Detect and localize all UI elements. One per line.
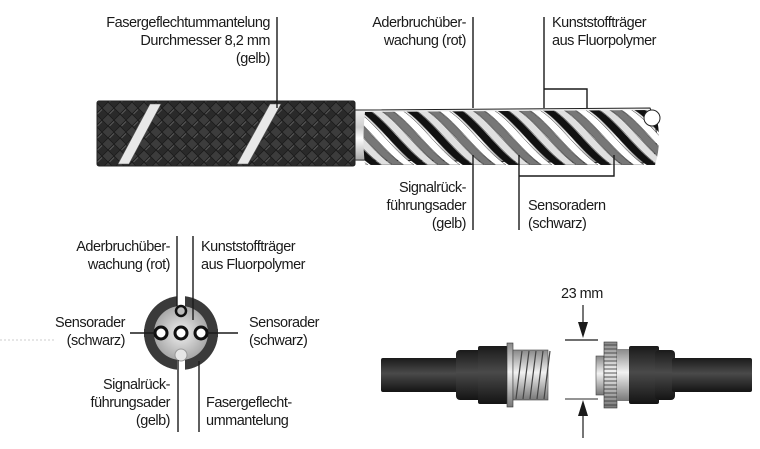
core-strand — [606, 110, 659, 165]
label-plastic-carrier: Kunststoffträger aus Fluorpolymer — [552, 15, 657, 49]
twisted-core — [354, 107, 760, 165]
label-sensor-cores: Sensoradern (schwarz) — [528, 198, 606, 232]
break-monitor-core — [174, 304, 188, 318]
core-strand — [734, 108, 760, 165]
core-strand — [549, 110, 623, 165]
braided-sheath — [96, 100, 356, 167]
core-strand — [400, 110, 474, 165]
thread-line — [522, 350, 530, 400]
core-strand — [387, 110, 461, 165]
core-strand — [688, 108, 760, 165]
tracer-stripe — [117, 103, 162, 165]
core-strand — [411, 110, 485, 165]
connector-right-half — [595, 341, 752, 409]
leader-lines-cross-section — [130, 236, 238, 432]
label-xs-plastic-carrier: Kunststoffträger aus Fluorpolymer — [201, 239, 306, 273]
core-strand — [376, 110, 450, 165]
core-strand — [503, 110, 577, 165]
core-strand — [479, 110, 553, 165]
thread-line — [529, 350, 537, 400]
core-strand — [595, 110, 659, 165]
core-strand — [492, 110, 566, 165]
core-strand — [710, 108, 760, 165]
label-braid-sheath: Fasergeflechtummantelung Durchmesser 8,2… — [106, 15, 270, 67]
core-strand — [652, 110, 659, 165]
core-strand — [664, 108, 736, 165]
core-strand — [617, 110, 659, 165]
carrier-core — [173, 325, 189, 341]
core-strand — [457, 110, 531, 165]
cross-section — [144, 296, 218, 370]
core-end-cap — [643, 109, 661, 127]
core-strand — [756, 108, 760, 165]
label-xs-sensor-left: Sensorader (schwarz) — [55, 315, 125, 349]
core-strand — [422, 110, 496, 165]
thread-line — [515, 350, 523, 400]
sensor-core-right — [193, 325, 209, 341]
core-strand — [363, 110, 393, 165]
core-strand — [745, 108, 760, 165]
core-strand — [584, 110, 658, 165]
core-strand — [365, 110, 439, 165]
core-strand — [446, 110, 520, 165]
core-strand — [514, 110, 588, 165]
arrow-down-icon — [578, 322, 588, 338]
leader-lines-top — [276, 17, 615, 230]
label-xs-sensor-right: Sensorader (schwarz) — [249, 315, 319, 349]
core-strand — [363, 110, 415, 165]
core-strand — [571, 110, 645, 165]
core-strand — [723, 108, 760, 165]
pin — [595, 355, 605, 396]
core-strand — [433, 110, 507, 165]
core-strand — [363, 110, 428, 165]
dimension-marker — [565, 305, 598, 438]
connector-left-half — [381, 342, 551, 408]
core-strand — [677, 108, 749, 165]
core-strand — [699, 108, 760, 165]
core-strand — [525, 110, 599, 165]
label-xs-break-monitor: Aderbruchüber- wachung (rot) — [76, 239, 170, 273]
arrow-up-icon — [578, 400, 588, 416]
core-strand — [468, 110, 542, 165]
label-xs-signal-return: Signalrück- führungsader (gelb) — [90, 377, 171, 429]
sensor-core-left — [153, 325, 169, 341]
tracer-stripe — [236, 103, 282, 165]
thread-line — [543, 350, 551, 400]
signal-return-core — [174, 348, 188, 362]
label-signal-return: Signalrück- führungsader (gelb) — [386, 180, 467, 232]
label-dimension: 23 mm — [561, 286, 603, 302]
core-strand — [560, 110, 634, 165]
flange-ring — [506, 342, 514, 408]
core-strand — [363, 110, 404, 165]
knurled-nut — [603, 341, 618, 409]
thread-line — [536, 350, 544, 400]
label-xs-braid-sheath: Fasergeflecht- ummantelung — [206, 395, 292, 429]
label-break-monitor: Aderbruchüber- wachung (rot) — [372, 15, 466, 49]
core-strand — [538, 110, 612, 165]
